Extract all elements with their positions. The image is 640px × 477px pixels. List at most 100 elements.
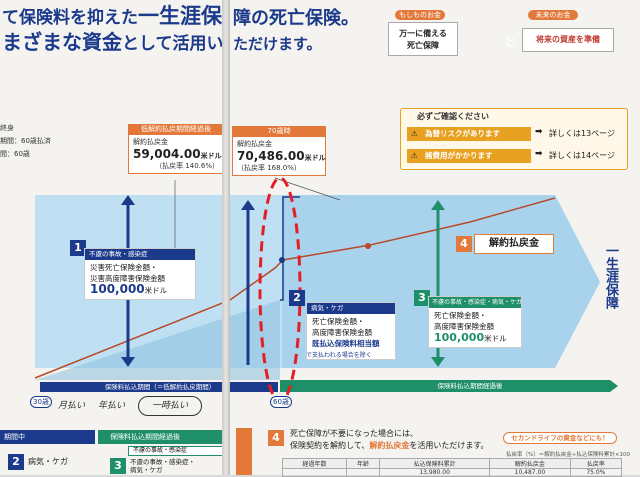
panel3-line1: 死亡保険金額・: [434, 311, 487, 320]
bottom-row-b: 不慮の事故・感染症・ 病気・ケガ: [130, 458, 195, 474]
headline-line2-right: ただけます。: [233, 35, 322, 53]
band-right-tip: [610, 380, 618, 392]
current-money-box: 万一に備える 死亡保障: [388, 22, 458, 56]
notice-row2: ⚠ 諸費用がかかります: [407, 149, 531, 163]
band-left-label: 保険料払込期間（＝低解約払戻期間）: [104, 383, 216, 391]
notice-box: 必ずご確認ください ⚠ 為替リスクがあります ➡ 詳しくは13ページ ⚠ 諸費用…: [400, 108, 628, 170]
notice-title: 必ずご確認ください: [417, 112, 489, 121]
headline-emphasis: 一生涯保: [138, 4, 222, 28]
headline-line2-left: まざまな資金として活用い: [2, 26, 224, 55]
age70-box: 解約払戻金 70,486.00米ドル （払戻率 168.0%）: [232, 136, 326, 176]
low-cv-label: 解約払戻金: [133, 138, 168, 146]
low-cv-amount-row: 59,004.00米ドル: [133, 147, 222, 161]
bottom-row-a-number: 2: [8, 454, 24, 470]
bottom-right-accent: [236, 428, 252, 475]
handwriting-note1: 月払い: [58, 401, 86, 411]
notice-row1-link[interactable]: 詳しくは13ページ: [549, 129, 616, 138]
age70-point: [279, 257, 285, 263]
panel1-unit: 米ドル: [144, 286, 168, 295]
panel3-number: 3: [414, 290, 430, 306]
panel3-unit: 米ドル: [484, 334, 507, 343]
low-cv-rate: （払戻率 140.6%）: [155, 162, 219, 170]
notice-row1: ⚠ 為替リスクがあります: [407, 127, 531, 141]
th-cash-value: 解約払戻金: [489, 458, 571, 469]
arrow-3-up: [431, 200, 445, 210]
premium-ramp: [35, 300, 280, 380]
panel2: 病気・ケガ 死亡保険金額・ 高度障害保険金額 既払込保険料相当額: [306, 302, 396, 360]
panel2-line2: 高度障害保険金額: [312, 328, 372, 337]
age70-amount-row: 70,486.00米ドル: [237, 149, 326, 163]
headline-line1-right: 障の死亡保険。: [233, 8, 359, 29]
notice-row1-text: 為替リスクがあります: [425, 129, 500, 138]
panel1-amount: 100,000: [90, 282, 145, 296]
th-premium: 払込保険料累計: [379, 458, 491, 469]
th-years: 経過年数: [282, 458, 347, 469]
panel1: 不慮の事故・感染症 災害死亡保険金額・ 災害高度障害保険金額 100,000米ド…: [84, 248, 196, 300]
headline-text-2: として活用い: [122, 34, 224, 54]
age70-amount: 70,486.00: [237, 149, 305, 163]
td-rate: 75.0%: [569, 468, 623, 477]
notice-row2-link[interactable]: 詳しくは14ページ: [549, 151, 616, 160]
bottom-row-a: 病気・ケガ: [28, 457, 68, 466]
band-left: [40, 382, 278, 392]
panel2-note: で支払われる場合を除く: [306, 352, 372, 359]
lifetime-coverage-label: 一生涯保障: [603, 244, 618, 309]
bottom-right-line2-pre: 保険契約を解約して、: [290, 441, 370, 450]
future-money-tag: 未来のお金: [528, 10, 578, 20]
bottom-right-line2-em: 解約払戻金: [369, 441, 410, 450]
arrow-2-up: [241, 200, 255, 210]
td-cash-value: 10,487.00: [489, 468, 571, 477]
headline-emphasis-2: まざまな資金: [2, 30, 122, 54]
table-row: 13,980.00 10,487.00 75.0%: [282, 468, 623, 477]
refund-formula: 払戻率（%）＝解約払戻金÷払込保険料累計×100: [506, 452, 630, 458]
panel3-amount: 100,000: [434, 331, 485, 344]
refund-table-header: 経過年数 年齢 払込保険料累計 解約払戻金 払戻率: [282, 458, 623, 469]
note-line3: 間：60歳: [0, 150, 30, 158]
panel3-line2: 高度障害保険金額: [434, 322, 494, 331]
age60-marker: 60歳: [270, 396, 292, 408]
band-right: [280, 380, 610, 392]
panel4-number: 4: [456, 236, 472, 252]
bottom-right-line2-post: を活用いただけます。: [409, 441, 489, 450]
age70-rate: （払戻率 168.0%）: [237, 164, 301, 172]
notice-row2-text: 諸費用がかかります: [425, 151, 493, 160]
age70-label: 解約払戻金: [237, 140, 272, 148]
th-age: 年齢: [345, 458, 381, 469]
arrow-3-down: [431, 357, 445, 367]
arrow-1-up: [121, 195, 135, 205]
panel2-number: 2: [289, 290, 305, 306]
handwriting-note2: 年払い: [98, 401, 126, 411]
low-cv-amount: 59,004.00: [133, 147, 201, 161]
band-right-label: 保険料払込期間経過後: [437, 382, 503, 390]
bottom-right-number: 4: [268, 430, 284, 446]
second-life-badge: セカンドライフの資金などにも！: [503, 432, 617, 444]
panel2-line1: 死亡保険金額・: [312, 317, 365, 326]
warning-icon: ⚠: [411, 129, 418, 138]
panel2-title: 病気・ケガ: [307, 303, 395, 314]
panel1-amount-row: 100,000米ドル: [90, 282, 190, 296]
low-cv-unit: 米ドル: [200, 152, 222, 160]
age70-unit: 米ドル: [304, 154, 326, 162]
panel1-number: 1: [70, 240, 86, 256]
notice-row1-arrow: ➡: [535, 127, 543, 137]
bottom-row-b-title: 不慮の事故・感染症: [128, 446, 224, 456]
panel3: 不慮の事故・感染症・病気・ケガ 死亡保険金額・ 高度障害保険金額 100,000…: [428, 296, 522, 348]
arrow-1-down: [121, 357, 135, 367]
note-line2: 期間：60歳払済: [0, 137, 51, 145]
bottom-right-line2: 保険契約を解約して、解約払戻金を活用いただけます。: [290, 440, 489, 451]
note-line1: 終身: [0, 124, 14, 132]
and-text: と: [505, 36, 516, 49]
panel1-title: 不慮の事故・感染症: [85, 249, 195, 260]
panel1-line1: 災害死亡保険金額・: [90, 263, 158, 272]
td-age: [345, 468, 381, 477]
panel1-line2: 災害高度障害保険金額: [90, 274, 165, 283]
panel4-label: 解約払戻金: [474, 234, 554, 254]
bottom-header2: 保険料払込期間経過後: [98, 430, 224, 444]
future-money-box: 将来の資産を準備: [522, 28, 614, 52]
bottom-row-b-number: 3: [110, 458, 126, 474]
book-spine: [222, 0, 230, 475]
td-premium: 13,980.00: [379, 468, 491, 477]
bottom-header1: 期間中: [0, 430, 95, 444]
low-cv-box: 解約払戻金 59,004.00米ドル （払戻率 140.6%）: [128, 134, 224, 174]
bottom-right-line1: 死亡保障が不要になった場合には、: [290, 429, 418, 438]
